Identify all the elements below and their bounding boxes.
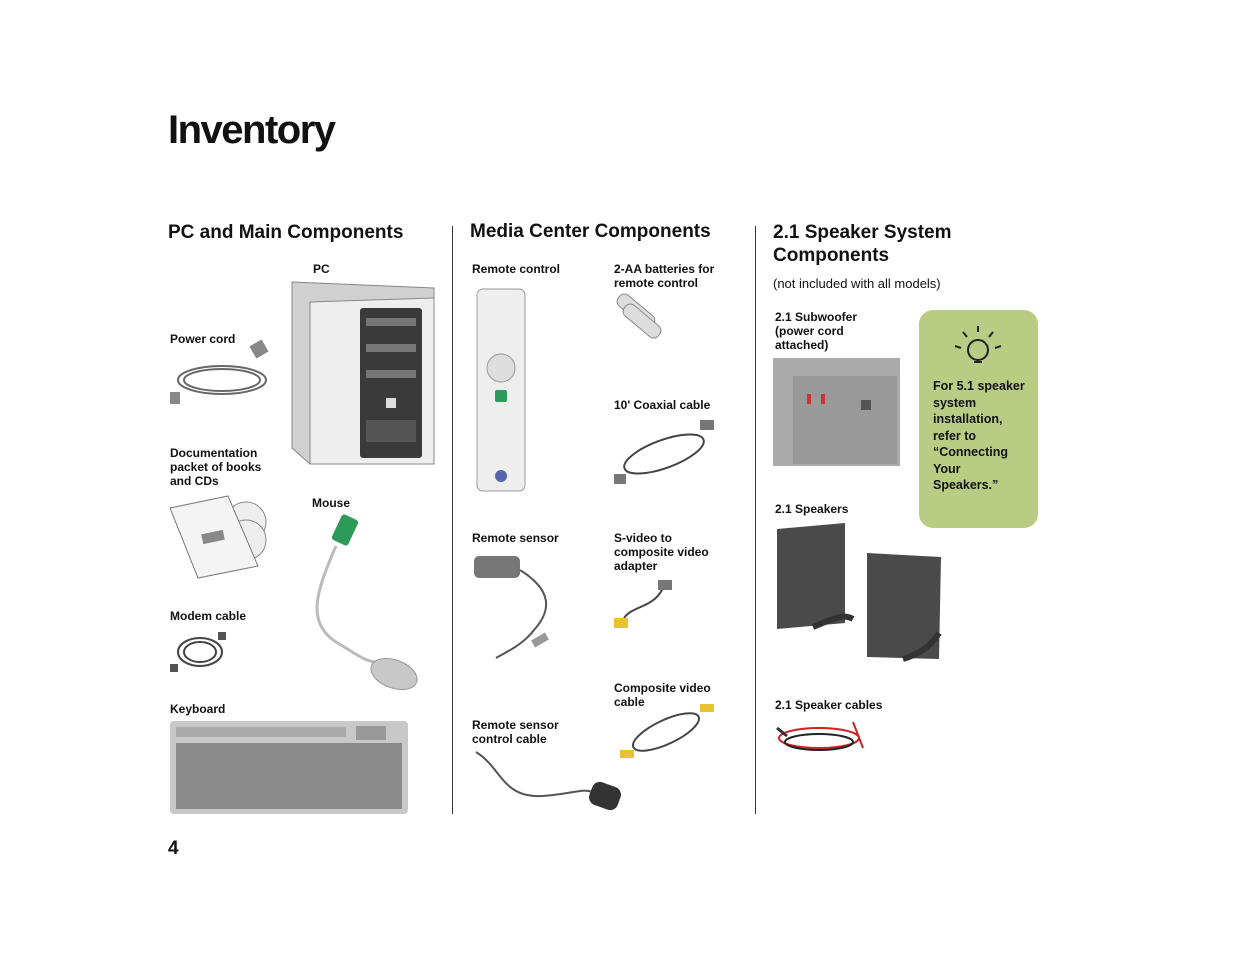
column-divider-1 xyxy=(452,226,453,814)
pc-tower-illustration xyxy=(291,281,435,465)
keyboard-label: Keyboard xyxy=(170,702,226,716)
tip-box: For 5.1 speaker system installation, ref… xyxy=(919,310,1038,528)
batteries-illustration xyxy=(616,293,662,339)
documentation-illustration xyxy=(169,495,267,579)
speakers-illustration xyxy=(777,523,942,662)
coaxial-cable-label: 10' Coaxial cable xyxy=(614,398,711,412)
remote-sensor-label: Remote sensor xyxy=(472,531,559,545)
batteries-label: 2-AA batteries for remote control xyxy=(614,262,715,290)
page-number: 4 xyxy=(168,838,179,859)
speakers-label: 2.1 Speakers xyxy=(775,502,849,516)
mouse-illustration xyxy=(315,514,418,691)
mouse-label: Mouse xyxy=(312,496,351,510)
power-cord-illustration xyxy=(170,339,269,404)
speakers-section-note: (not included with all models) xyxy=(773,276,941,291)
svideo-adapter-illustration xyxy=(614,580,672,628)
subwoofer-label: 2.1 Subwoofer (power cord attached) xyxy=(775,310,858,352)
modem-cable-illustration xyxy=(170,632,226,672)
pc-section-heading: PC and Main Components xyxy=(168,222,404,243)
speakers-section-heading: 2.1 Speaker System Components xyxy=(773,222,952,266)
remote-sensor-illustration xyxy=(474,556,549,659)
svideo-adapter-label: S-video to composite video adapter xyxy=(614,531,709,573)
column-divider-2 xyxy=(755,226,756,814)
composite-cable-label: Composite video cable xyxy=(614,681,711,709)
coaxial-cable-illustration xyxy=(614,420,714,484)
speaker-cables-illustration xyxy=(776,721,864,751)
media-section-heading: Media Center Components xyxy=(470,221,711,242)
sensor-cable-illustration xyxy=(475,751,621,811)
speaker-cables-label: 2.1 Speaker cables xyxy=(775,698,883,712)
light-bulb-icon xyxy=(954,326,1002,363)
composite-cable-illustration xyxy=(620,704,714,758)
documentation-label: Documentation packet of books and CDs xyxy=(170,446,262,488)
modem-cable-label: Modem cable xyxy=(170,609,247,623)
subwoofer-illustration xyxy=(773,358,900,466)
remote-control-label: Remote control xyxy=(472,262,561,276)
keyboard-illustration xyxy=(170,721,408,814)
remote-control-illustration xyxy=(476,288,526,492)
pc-label: PC xyxy=(313,262,330,276)
tip-text: For 5.1 speaker system installation, ref… xyxy=(933,379,1025,492)
sensor-cable-label: Remote sensor control cable xyxy=(472,718,559,746)
power-cord-label: Power cord xyxy=(170,332,236,346)
page-title: Inventory xyxy=(168,108,336,152)
